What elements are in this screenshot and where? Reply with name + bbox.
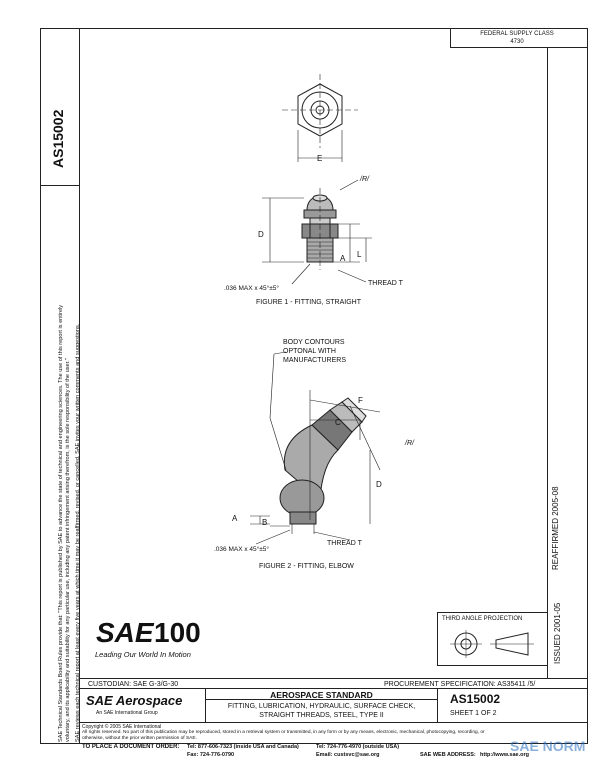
fig2-label-f: F — [358, 396, 363, 405]
fig2-chamfer: .036 MAX x 45°±5° — [214, 546, 270, 553]
fig1-thread: THREAD T — [368, 280, 403, 287]
figure1-dims — [262, 179, 372, 285]
title-sheet: SHEET 1 OF 2 — [450, 710, 497, 717]
title-line2: STRAIGHT THREADS, STEEL, TYPE II — [259, 712, 384, 719]
footer-fax: Fax: 724-776-0790 — [187, 752, 235, 758]
hex-top-view — [282, 74, 358, 162]
figure2-dims — [250, 351, 381, 545]
reaffirmed-stamp: REAFFIRMED 2005-08 — [551, 486, 560, 570]
elbow-fitting — [279, 397, 367, 534]
footer-copyright: Copyright © 2005 SAE International — [82, 724, 162, 730]
footer-rights-1: All rights reserved. No part of this pub… — [82, 730, 485, 735]
figure2-drawing — [250, 351, 381, 545]
title-block-vdiv-2 — [437, 688, 438, 722]
projection-box — [437, 612, 548, 666]
fig2-angle-ref: /R/ — [405, 440, 414, 447]
fig2-label-c: C — [335, 418, 341, 427]
title-brand: SAE Aerospace — [86, 693, 183, 708]
fig1-label-e: E — [317, 154, 323, 163]
procurement-spec: PROCUREMENT SPECIFICATION: AS35411 /5/ — [384, 681, 536, 688]
projection-label: THIRD ANGLE PROJECTION — [442, 616, 523, 622]
title-brand-sub: An SAE International Group — [96, 710, 158, 716]
fsc-box — [450, 28, 588, 48]
fsc-label: FEDERAL SUPPLY CLASS — [480, 31, 554, 37]
side-notice-line3: SAE reviews each technical report at lea… — [75, 323, 81, 742]
fig2-label-b: B — [262, 518, 268, 527]
fig2-thread: THREAD T — [327, 540, 362, 547]
title-block-vdiv-1 — [205, 688, 206, 722]
projection-symbol — [450, 630, 534, 658]
footer-rule — [80, 722, 588, 723]
title-doc-number: AS15002 — [450, 692, 501, 706]
fig1-angle-ref: /R/ — [360, 176, 369, 183]
fig1-label-a: A — [340, 254, 346, 263]
right-margin-rule — [547, 48, 548, 678]
footer-rights-2: otherwise, without the prior written per… — [82, 736, 197, 741]
logo-number: 100 — [154, 617, 201, 648]
issued-date: ISSUED 2001-05 — [553, 602, 562, 664]
fsc-value: 4730 — [510, 39, 524, 45]
side-doc-number: AS15002 — [50, 109, 66, 168]
fig1-chamfer: .036 MAX x 45°±5° — [224, 285, 280, 292]
left-docnum-divider — [40, 185, 80, 186]
figure1-drawing — [262, 74, 372, 285]
logo-tagline: Leading Our World In Motion — [95, 650, 191, 659]
footer-web[interactable]: http://www.sae.org — [480, 752, 529, 758]
sae-100-logo: SAE 100 — [96, 617, 201, 648]
title-block-top-rule — [80, 678, 588, 679]
custodian: CUSTODIAN: SAE G-3/G-30 — [88, 681, 179, 688]
fig1-label-l: L — [357, 250, 362, 259]
fig1-label-d: D — [258, 230, 264, 239]
title-block-hdiv — [205, 699, 437, 700]
fig2-note-line: BODY CONTOURS OPTONAL WITH MANUFACTURERS — [283, 339, 347, 364]
title-block-rule-2 — [80, 688, 588, 689]
fig2-label-a: A — [232, 514, 238, 523]
footer-web-label: SAE WEB ADDRESS: — [420, 752, 476, 758]
figure1-caption: FIGURE 1 - FITTING, STRAIGHT — [256, 299, 361, 306]
logo-brand: SAE — [96, 617, 155, 648]
fig2-label-d: D — [376, 480, 382, 489]
title-category: AEROSPACE STANDARD — [270, 690, 373, 700]
watermark: SAE NORM — [510, 738, 586, 754]
footer-order-label: TO PLACE A DOCUMENT ORDER: — [82, 744, 180, 750]
side-notice-line1: SAE Technical Standards Board Rules prov… — [58, 304, 64, 742]
straight-fitting-side — [301, 188, 339, 270]
footer-email: Email: custsvc@sae.org — [316, 752, 380, 758]
left-strip-divider — [79, 28, 80, 744]
page-border — [40, 28, 588, 744]
footer-tel1: Tel: 877-606-7323 (inside USA and Canada… — [187, 744, 299, 750]
side-notice-line2: voluntary, and its applicability and sui… — [65, 358, 71, 742]
title-line1: FITTING, LUBRICATION, HYDRAULIC, SURFACE… — [227, 703, 416, 710]
footer-tel2: Tel: 724-776-4970 (outside USA) — [316, 744, 400, 750]
figure2-caption: FIGURE 2 - FITTING, ELBOW — [259, 563, 354, 570]
